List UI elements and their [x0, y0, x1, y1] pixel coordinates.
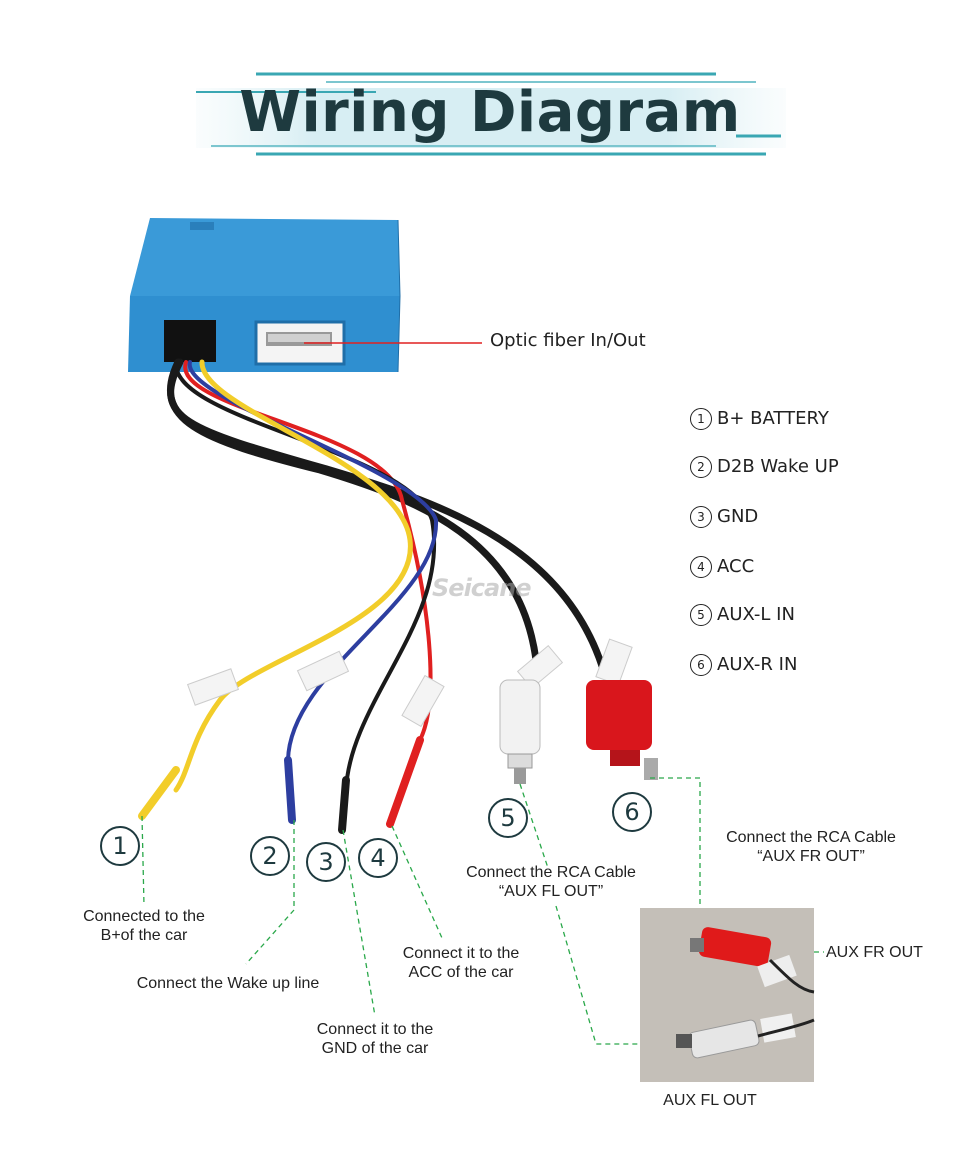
diagram-title: Wiring Diagram — [239, 80, 741, 145]
module-box — [128, 218, 482, 373]
wire-number-6: 6 — [612, 792, 652, 832]
photo-inset — [640, 908, 815, 1082]
optic-fiber-label: Optic fiber In/Out — [490, 330, 646, 351]
wire-number-1: 1 — [100, 826, 140, 866]
rca-plug-red — [586, 680, 658, 780]
photo-label-fr: AUX FR OUT — [826, 944, 923, 961]
title-banner — [196, 72, 786, 156]
wire-number-4: 4 — [358, 838, 398, 878]
rca-plug-white — [499, 679, 541, 784]
photo-label-fl: AUX FL OUT — [663, 1092, 757, 1109]
wire-number-5: 5 — [488, 798, 528, 838]
annotation-rca6: Connect the RCA Cable“AUX FR OUT” — [726, 829, 896, 865]
wire-bundle — [138, 358, 633, 834]
wire-number-2: 2 — [250, 836, 290, 876]
wire-number-3: 3 — [306, 842, 346, 882]
leader-lines — [141, 777, 824, 1045]
annotation-rca5: Connect the RCA Cable“AUX FL OUT” — [466, 864, 636, 900]
watermark-text: Seicane — [432, 574, 532, 602]
annotation-wire2: Connect the Wake up line — [136, 975, 320, 992]
